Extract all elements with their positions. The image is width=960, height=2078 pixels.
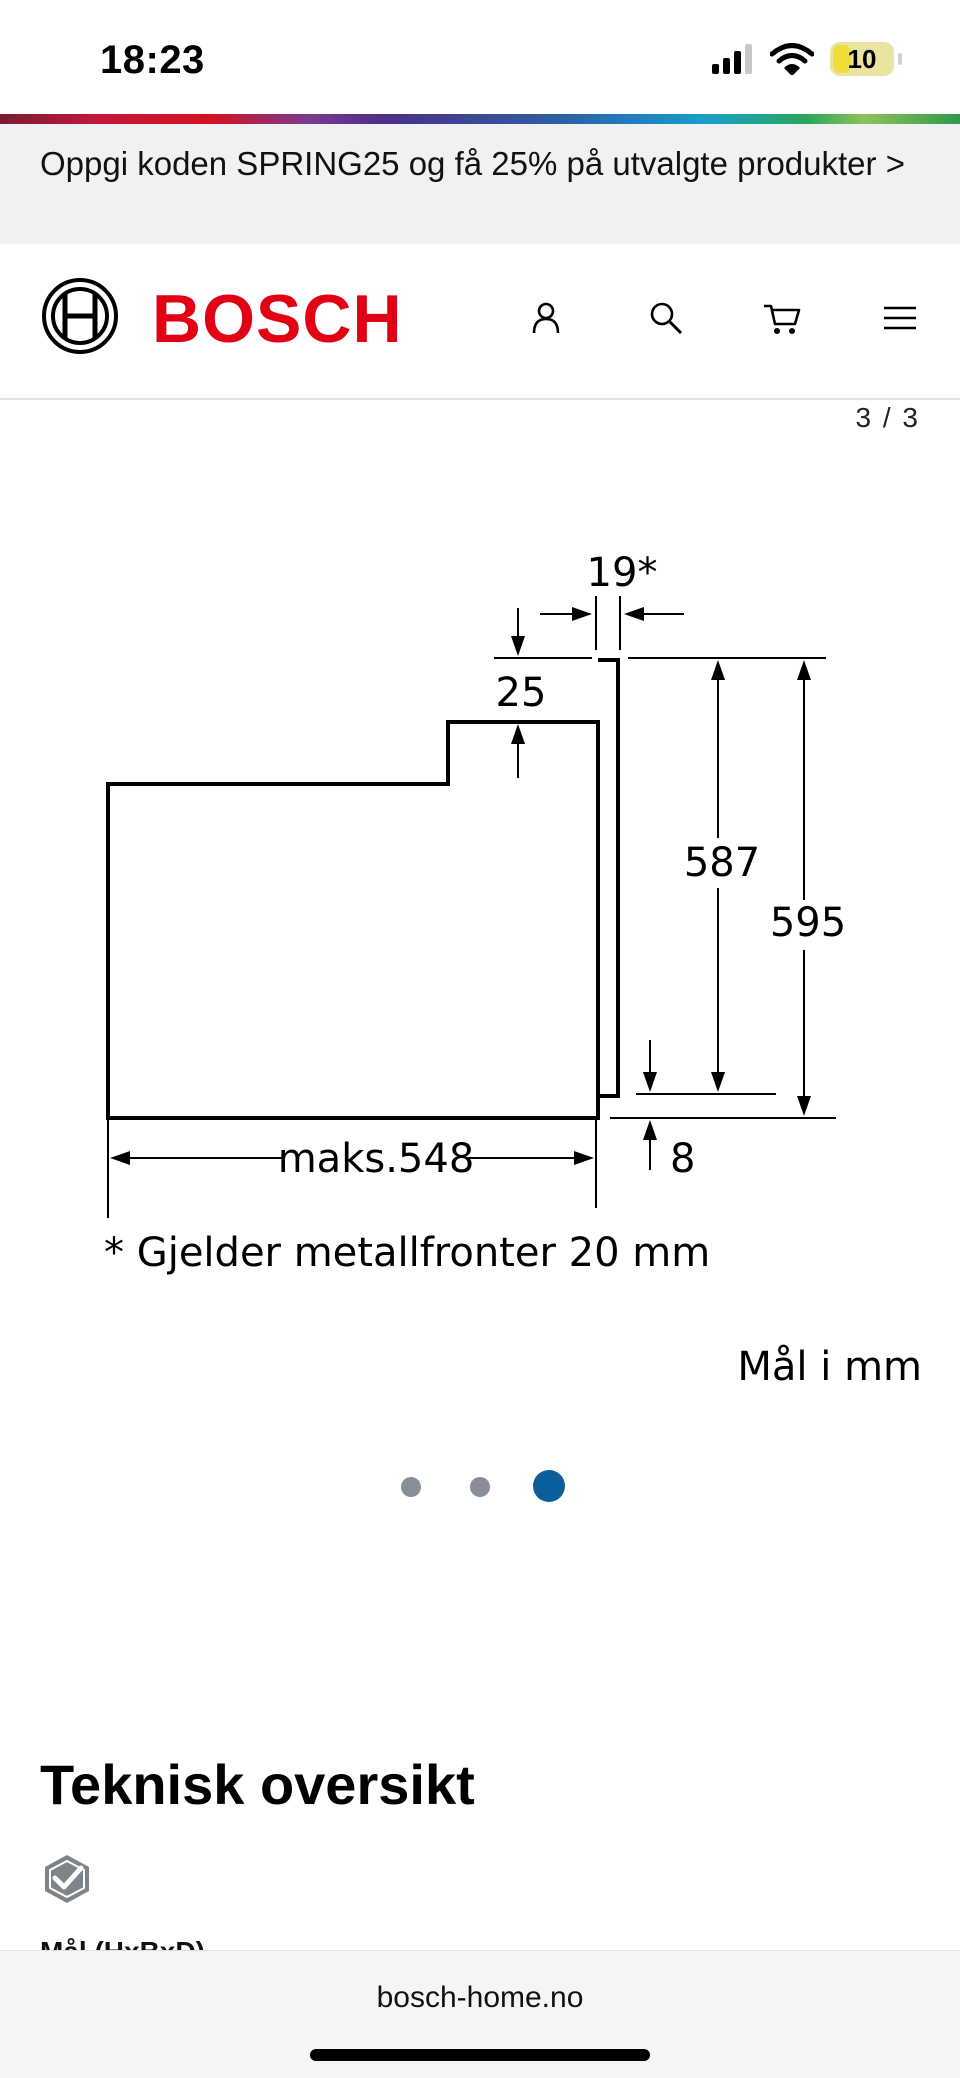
user-icon[interactable] — [526, 298, 566, 338]
brand-logo-text[interactable]: BOSCH — [152, 281, 403, 357]
section-title-technical: Teknisk oversikt — [40, 1753, 475, 1816]
unit-note: Mål i mm — [737, 1344, 922, 1390]
wifi-icon — [770, 43, 814, 75]
energy-check-icon — [45, 1855, 89, 1903]
status-icons: 10 — [710, 42, 902, 76]
dimension-total-height: 595 — [770, 900, 846, 946]
menu-icon[interactable] — [880, 298, 920, 338]
battery-indicator: 10 — [830, 42, 902, 76]
oven-body-outline — [106, 720, 600, 1120]
home-indicator — [310, 2049, 650, 2061]
promo-text[interactable]: Oppgi koden SPRING25 og få 25% på utvalg… — [40, 145, 905, 182]
carousel-dot-2[interactable] — [470, 1477, 490, 1497]
promo-banner[interactable]: Oppgi koden SPRING25 og få 25% på utvalg… — [0, 124, 960, 244]
bosch-logo-icon[interactable] — [40, 276, 120, 356]
cart-icon[interactable] — [762, 298, 802, 338]
dimension-front-offset: 19* — [587, 550, 658, 596]
status-bar: 18:23 10 — [0, 0, 960, 114]
brand-color-strip — [0, 114, 960, 124]
search-icon[interactable] — [646, 298, 686, 338]
carousel-dot-3-active[interactable] — [533, 1470, 565, 1502]
gallery-counter: 3 / 3 — [855, 402, 920, 433]
installation-drawing: 19* 25 587 595 maks.548 8 * Gjelder meta… — [104, 550, 846, 1276]
battery-level: 10 — [847, 43, 877, 74]
browser-url[interactable]: bosch-home.no — [376, 1981, 584, 2014]
dimension-top-step: 25 — [496, 670, 547, 716]
cellular-signal-icon — [712, 44, 752, 74]
oven-front-panel — [598, 658, 620, 1098]
carousel-dots — [0, 1470, 960, 1504]
browser-bottom-bar: bosch-home.no — [0, 1950, 960, 2078]
carousel-dot-1[interactable] — [401, 1477, 421, 1497]
dimension-depth: maks.548 — [278, 1136, 475, 1182]
dimension-inner-height: 587 — [684, 840, 760, 886]
status-time: 18:23 — [100, 38, 205, 82]
dimension-bottom-gap: 8 — [670, 1136, 695, 1182]
site-header: BOSCH — [0, 244, 960, 400]
drawing-footnote: * Gjelder metallfronter 20 mm — [104, 1230, 710, 1276]
